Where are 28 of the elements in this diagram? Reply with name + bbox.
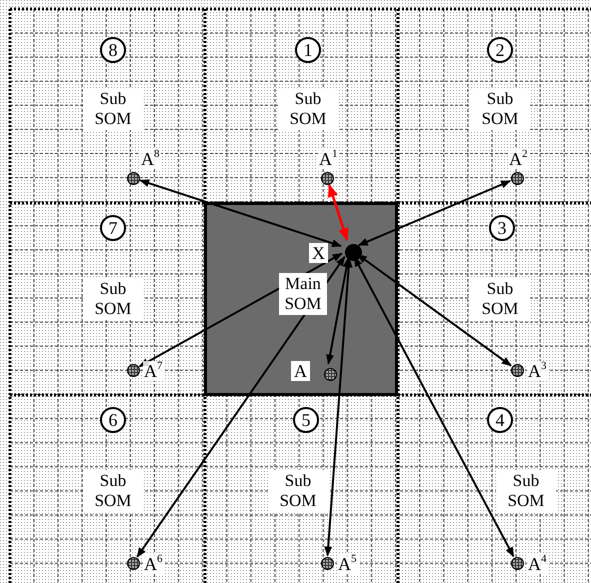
double-arrow — [324, 257, 353, 557]
point-label: A — [291, 361, 310, 381]
point-label: A$^{6}$ — [143, 554, 164, 574]
point-label: A$^{1}$ — [318, 149, 338, 169]
grid-point — [324, 368, 336, 380]
region-label: Sub SOM — [83, 88, 143, 130]
point-label: A$^{3}$ — [527, 361, 548, 381]
input-point — [344, 244, 362, 260]
region-label: Sub SOM — [496, 470, 556, 512]
point-label: A$^{2}$ — [508, 149, 528, 169]
point-label: A$^{5}$ — [337, 554, 358, 574]
node-label: Main SOM — [279, 273, 327, 315]
point-label: A$^{4}$ — [527, 554, 548, 574]
double-arrow — [139, 179, 342, 248]
region-label: Sub SOM — [268, 470, 328, 512]
double-arrow — [328, 184, 348, 242]
point-label: A$^{7}$ — [143, 361, 164, 381]
point-label: X — [309, 243, 328, 263]
region-label: Sub SOM — [83, 278, 143, 320]
double-arrow — [136, 256, 346, 558]
region-label: Sub SOM — [278, 88, 338, 130]
region-label: Sub SOM — [470, 278, 530, 320]
region-label: Sub SOM — [470, 88, 530, 130]
main-som-square — [204, 202, 398, 396]
double-arrow — [358, 180, 512, 246]
region-label: Sub SOM — [83, 470, 143, 512]
point-label: A$^{8}$ — [140, 149, 160, 169]
double-arrow — [326, 257, 350, 365]
